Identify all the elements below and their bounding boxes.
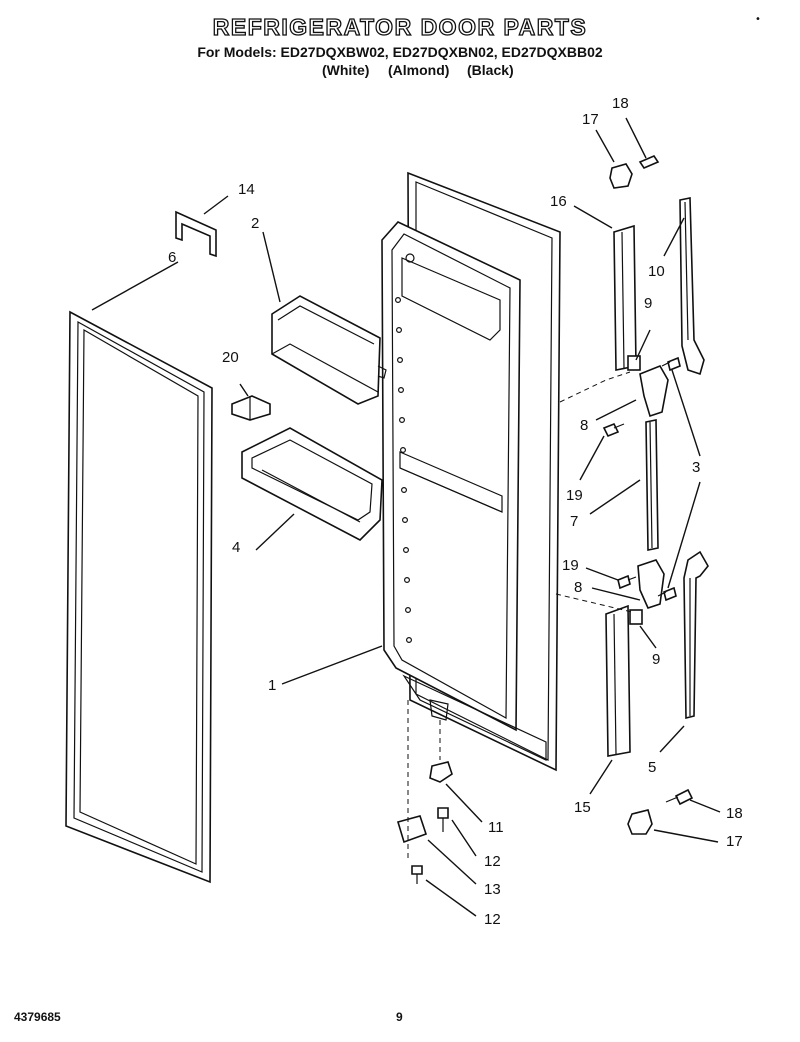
handle-endcap-lower (637, 559, 665, 609)
page-title: REFRIGERATOR DOOR PARTS (212, 13, 588, 40)
callout-18a: 18 (612, 95, 629, 112)
clip-upper (627, 355, 641, 371)
models-line: For Models: ED27DQXBW02, ED27DQXBN02, ED… (197, 44, 603, 60)
bottom-hinge-bracket (396, 815, 428, 844)
color-label-white: (White) (322, 62, 370, 78)
callout-8a: 8 (580, 417, 588, 434)
door-gasket (65, 310, 213, 884)
callout-13: 13 (484, 881, 501, 898)
callout-4: 4 (232, 539, 240, 556)
callout-9b: 9 (652, 651, 660, 668)
color-label-black: (Black) (467, 62, 514, 78)
callout-17a: 17 (582, 111, 599, 128)
color-label-almond: (Almond) (388, 62, 450, 78)
callout-1: 1 (268, 677, 276, 694)
callout-9a: 9 (644, 295, 652, 312)
callout-15: 15 (574, 799, 591, 816)
callout-20: 20 (222, 349, 239, 366)
shelf-clip (175, 210, 217, 258)
callout-19a: 19 (566, 487, 583, 504)
corner-mark: • (755, 14, 761, 25)
callout-12b: 12 (484, 911, 501, 928)
callout-12a: 12 (484, 853, 501, 870)
callout-14: 14 (238, 181, 255, 198)
handle-trim (645, 419, 659, 551)
callout-8b: 8 (574, 579, 582, 596)
callout-6: 6 (168, 249, 176, 266)
callout-16: 16 (550, 193, 567, 210)
door-bin (241, 427, 383, 541)
handle-lower (683, 550, 709, 720)
handle-endcap-upper (639, 364, 669, 418)
hinge-cover-bottom (627, 809, 653, 835)
callout-3: 3 (692, 459, 700, 476)
dairy-door (271, 295, 387, 405)
leader-lines (91, 117, 721, 917)
door-liner (381, 171, 561, 772)
clip-lower (629, 609, 643, 625)
callout-10: 10 (648, 263, 665, 280)
callout-5: 5 (648, 759, 656, 776)
door-trim-upper (613, 224, 637, 371)
hinge-cover-top (609, 163, 633, 189)
callout-17b: 17 (726, 833, 743, 850)
callout-19b: 19 (562, 557, 579, 574)
liner-holes (395, 297, 413, 643)
bottom-hinge-bushing (429, 761, 453, 783)
screws (411, 155, 694, 884)
document-number: 4379685 (14, 1010, 61, 1024)
callout-2: 2 (251, 215, 259, 232)
handle-upper (679, 197, 705, 376)
bracket (231, 395, 271, 421)
callout-18b: 18 (726, 805, 743, 822)
door-trim-lower (605, 604, 631, 757)
page-number: 9 (396, 1010, 403, 1024)
callout-7: 7 (570, 513, 578, 530)
callout-11: 11 (488, 819, 504, 836)
